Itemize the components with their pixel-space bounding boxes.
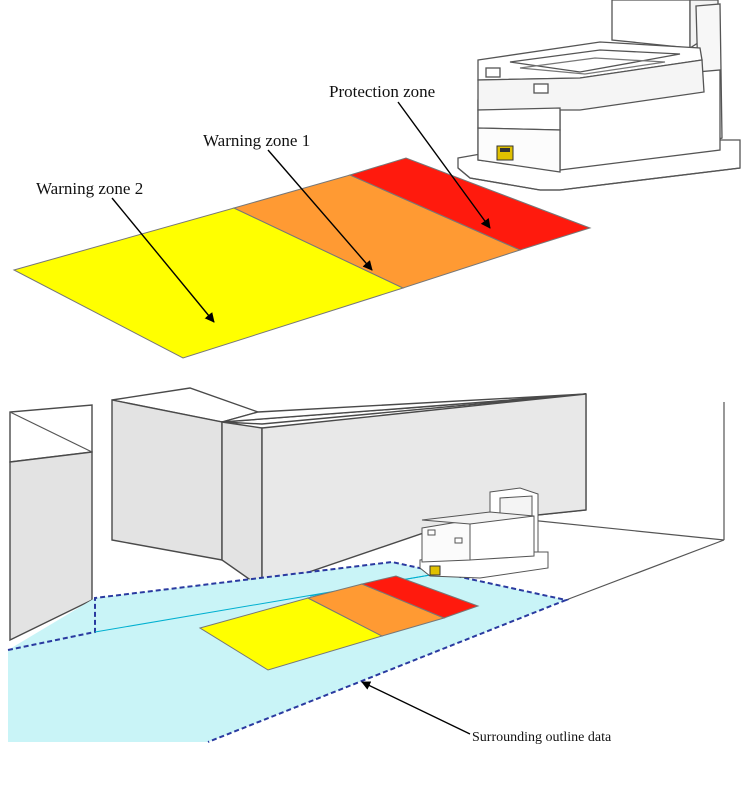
protection-zone-label: Protection zone	[329, 82, 435, 101]
warning-zone-1-pointer	[267, 149, 373, 271]
warning-zone-1-label: Warning zone 1	[203, 131, 310, 150]
warning-zone-2-label: Warning zone 2	[36, 179, 143, 198]
surrounding-outline-pointer	[361, 681, 471, 735]
left-building	[9, 404, 93, 642]
agv-vehicle-bottom	[419, 487, 549, 579]
top-diagram: Protection zone Warning zone 1 Warning z…	[12, 0, 741, 359]
agv-mast	[611, 0, 691, 49]
surrounding-outline-label: Surrounding outline data	[472, 730, 612, 745]
surrounding-outline-dashed	[7, 560, 570, 743]
warning-zone-2-pointer	[111, 197, 215, 323]
protection-zone-area	[348, 157, 592, 251]
floor-edge-front	[565, 539, 725, 601]
main-building	[221, 393, 587, 590]
protection-zone-pointer	[397, 101, 491, 229]
protection-zone-area-bottom	[360, 575, 480, 619]
laser-scanner-bottom	[429, 565, 441, 576]
floor-edge-right	[509, 517, 725, 541]
agv-vehicle-top	[457, 0, 741, 191]
bottom-diagram: Surrounding outline data	[7, 387, 725, 745]
